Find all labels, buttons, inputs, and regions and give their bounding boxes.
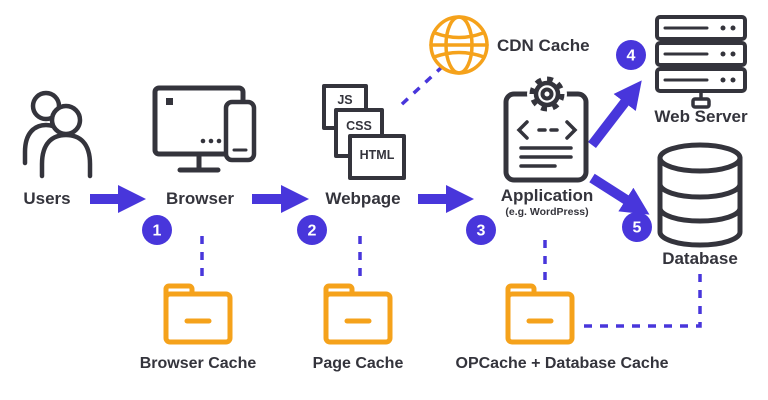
step-badge-4: 4 xyxy=(616,40,646,70)
step-2-number: 2 xyxy=(308,223,317,240)
file-html-label: HTML xyxy=(360,148,395,162)
cdn-globe-icon xyxy=(429,15,489,75)
users-icon xyxy=(22,90,93,179)
browser-cache-label: Browser Cache xyxy=(140,355,257,372)
page-cache-label: Page Cache xyxy=(313,355,404,372)
step-3-number: 3 xyxy=(477,223,486,240)
users-label: Users xyxy=(23,189,70,208)
page-cache-folder-icon xyxy=(323,283,393,345)
step-badge-5: 5 xyxy=(622,212,652,242)
application-icon xyxy=(503,74,589,183)
web-server-label: Web Server xyxy=(654,107,748,126)
browser-icon xyxy=(152,85,257,173)
application-label: Application xyxy=(501,186,594,205)
webpage-label: Webpage xyxy=(325,189,400,208)
connector-cdn-to-webpage xyxy=(399,64,445,107)
code-brackets-icon xyxy=(516,120,578,140)
opcache-folder-icon xyxy=(505,283,575,345)
browser-cache-folder-icon xyxy=(163,283,233,345)
step-badge-3: 3 xyxy=(466,215,496,245)
browser-label: Browser xyxy=(166,189,234,208)
step-badge-1: 1 xyxy=(142,215,172,245)
step-badge-2: 2 xyxy=(297,215,327,245)
step-4-number: 4 xyxy=(627,48,636,65)
cdn-cache-label: CDN Cache xyxy=(497,36,590,55)
web-server-icon xyxy=(655,15,747,109)
step-1-number: 1 xyxy=(153,223,162,240)
file-js-label: JS xyxy=(337,93,352,107)
file-css-label: CSS xyxy=(346,119,372,133)
arrow-application-to-database xyxy=(589,173,650,215)
connector-database-to-opcache xyxy=(576,274,702,328)
arrow-application-to-web-server xyxy=(588,80,642,149)
webpage-icon: JS CSS HTML xyxy=(322,84,406,180)
step-5-number: 5 xyxy=(633,220,642,237)
gear-icon xyxy=(529,76,565,112)
database-label: Database xyxy=(662,249,738,268)
application-sublabel: (e.g. WordPress) xyxy=(505,206,588,218)
database-icon xyxy=(657,142,743,248)
opcache-database-cache-label: OPCache + Database Cache xyxy=(456,355,669,372)
